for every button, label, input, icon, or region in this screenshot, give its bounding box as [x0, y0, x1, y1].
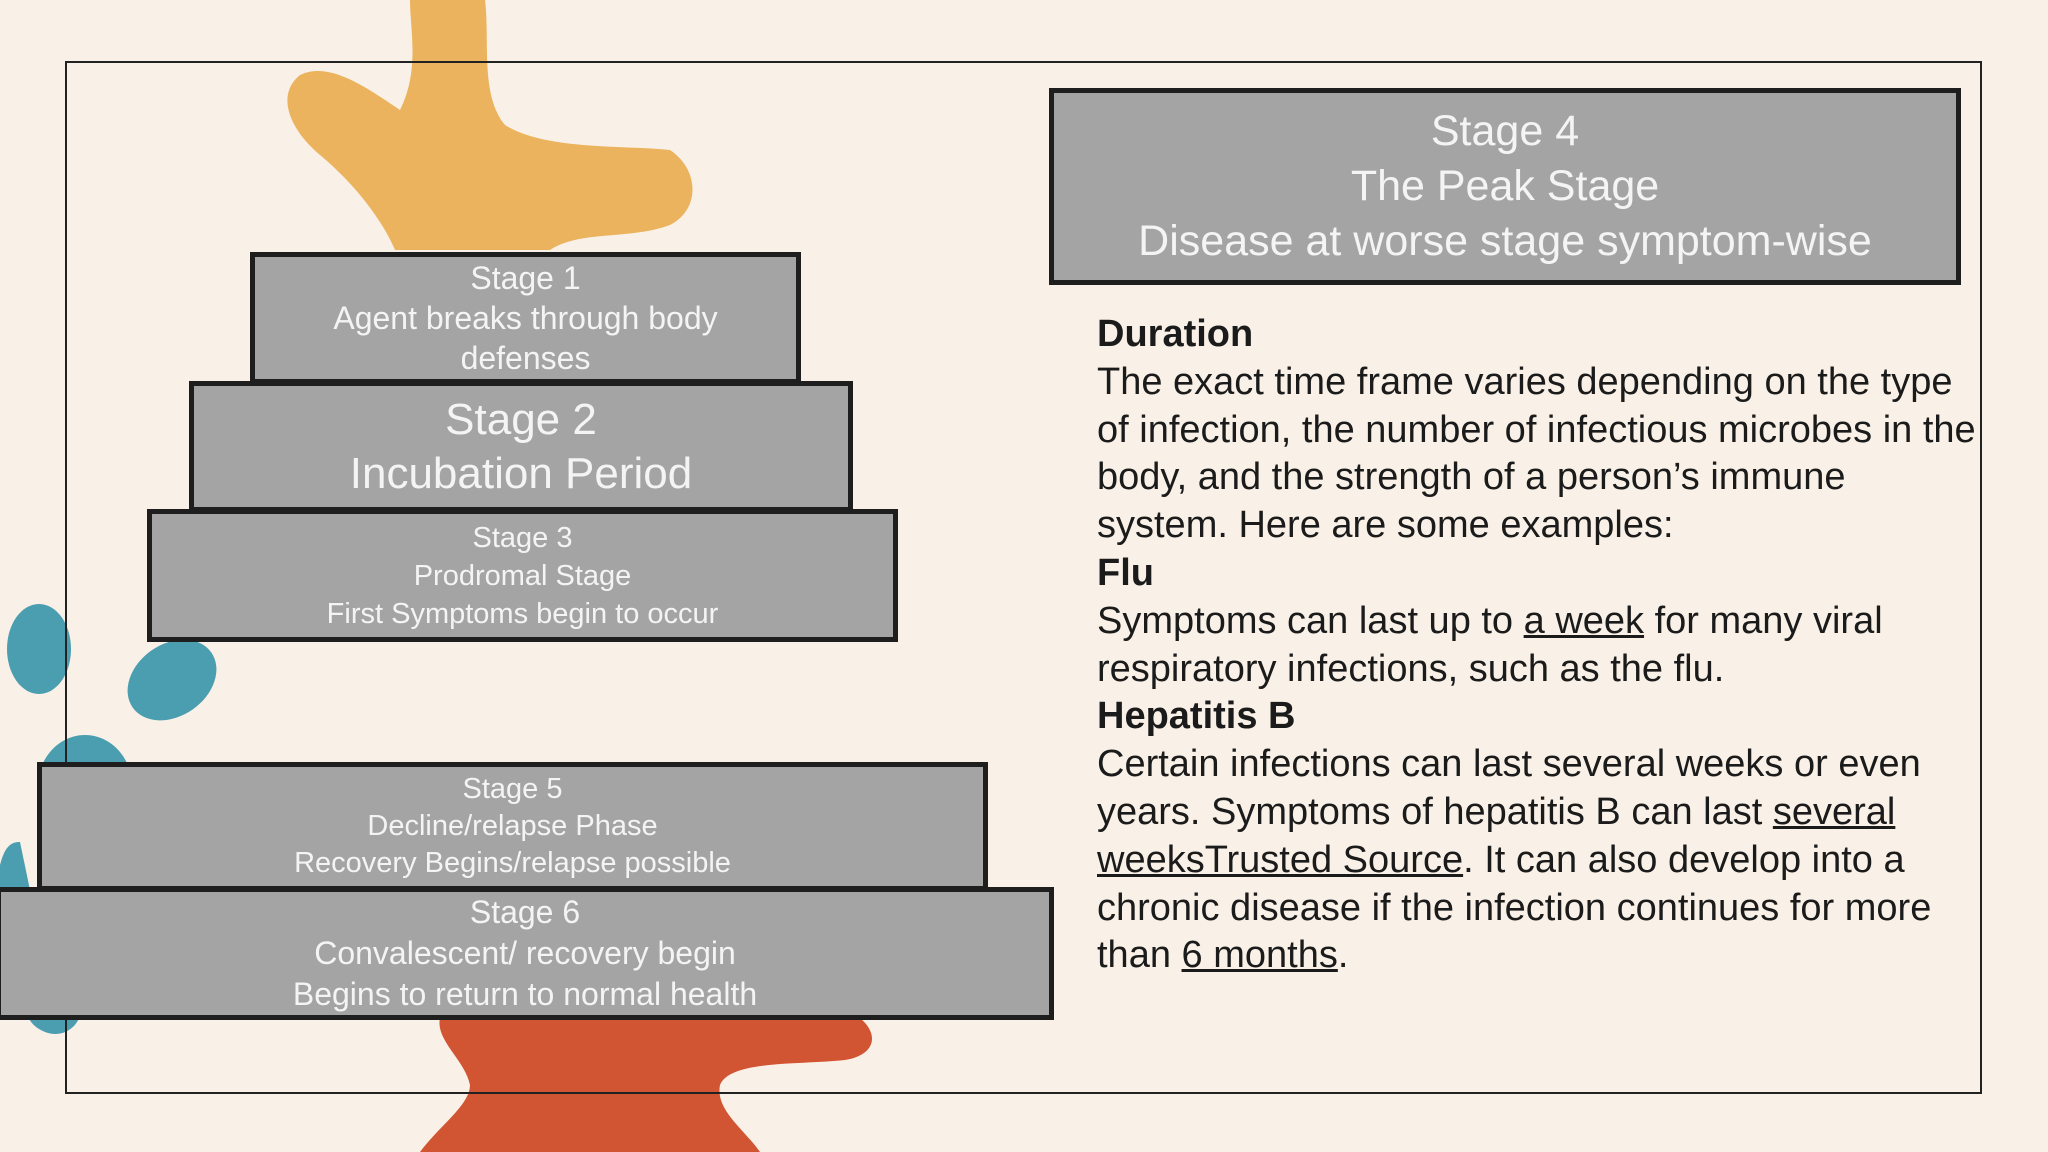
- stage-4-box: Stage 4 The Peak Stage Disease at worse …: [1049, 88, 1961, 285]
- orange-blob: [420, 1018, 872, 1152]
- stage-2-line-2: Incubation Period: [349, 448, 693, 498]
- flu-text-1: Symptoms can last up to: [1097, 599, 1524, 642]
- six-months-link[interactable]: 6 months: [1181, 934, 1338, 977]
- stage-1-line-2: Agent breaks through body: [333, 300, 718, 336]
- teal-blob: [127, 639, 217, 721]
- duration-heading: Duration: [1097, 313, 1254, 355]
- flu-heading: Flu: [1097, 551, 1154, 594]
- teal-blob: [0, 842, 30, 890]
- stage-4-line-2: The Peak Stage: [1350, 162, 1660, 210]
- stage-1-box: Stage 1 Agent breaks through body defens…: [250, 252, 801, 384]
- stage-6-line-3: Begins to return to normal health: [292, 976, 758, 1012]
- stage-2-title: Stage 2: [445, 394, 597, 444]
- teal-blob: [7, 604, 71, 694]
- stage-3-line-2: Prodromal Stage: [413, 559, 632, 592]
- duration-intro: The exact time frame varies depending on…: [1097, 360, 1976, 547]
- stage-3-title: Stage 3: [472, 521, 573, 554]
- stage-4-line-3: Disease at worse stage symptom-wise: [1138, 217, 1872, 265]
- stage-1-line-3: defenses: [460, 340, 591, 376]
- teal-blob: [28, 1016, 80, 1035]
- a-week-link[interactable]: a week: [1523, 599, 1645, 642]
- stage-4-title: Stage 4: [1430, 107, 1580, 155]
- stage-5-line-3: Recovery Begins/relapse possible: [294, 847, 731, 879]
- stage-5-box: Stage 5 Decline/relapse Phase Recovery B…: [37, 762, 988, 891]
- stage-3-box: Stage 3 Prodromal Stage First Symptoms b…: [147, 509, 898, 642]
- flu-text-2: for many viral respiratory infections, s…: [1097, 599, 1883, 690]
- content-frame: [65, 61, 1982, 1094]
- yellow-blob: [287, 0, 693, 250]
- stage-2-box: Stage 2 Incubation Period: [189, 381, 853, 512]
- hepatitis-b-paragraph: Certain infections can last several week…: [1097, 741, 1977, 980]
- stage-5-title: Stage 5: [462, 773, 563, 805]
- stage-5-line-2: Decline/relapse Phase: [367, 810, 658, 842]
- teal-blob: [42, 735, 128, 765]
- stage-3-line-3: First Symptoms begin to occur: [326, 597, 719, 630]
- stage-1-title: Stage 1: [470, 260, 581, 296]
- hep-text-1: Certain infections can last several week…: [1097, 743, 1921, 833]
- flu-paragraph: Symptoms can last up to a week for many …: [1097, 598, 1977, 694]
- stage-6-line-2: Convalescent/ recovery begin: [314, 935, 736, 971]
- hepatitis-b-heading: Hepatitis B: [1097, 695, 1296, 738]
- stage-6-box: Stage 6 Convalescent/ recovery begin Beg…: [0, 887, 1054, 1020]
- hep-text-3: .: [1337, 934, 1349, 977]
- duration-text: Duration The exact time frame varies dep…: [1097, 311, 1977, 980]
- stage-6-title: Stage 6: [469, 894, 581, 930]
- hep-text-2: . It can also develop into a chronic dis…: [1097, 838, 1932, 977]
- several-weeks-trusted-source-link[interactable]: several weeksTrusted Source: [1097, 790, 1896, 881]
